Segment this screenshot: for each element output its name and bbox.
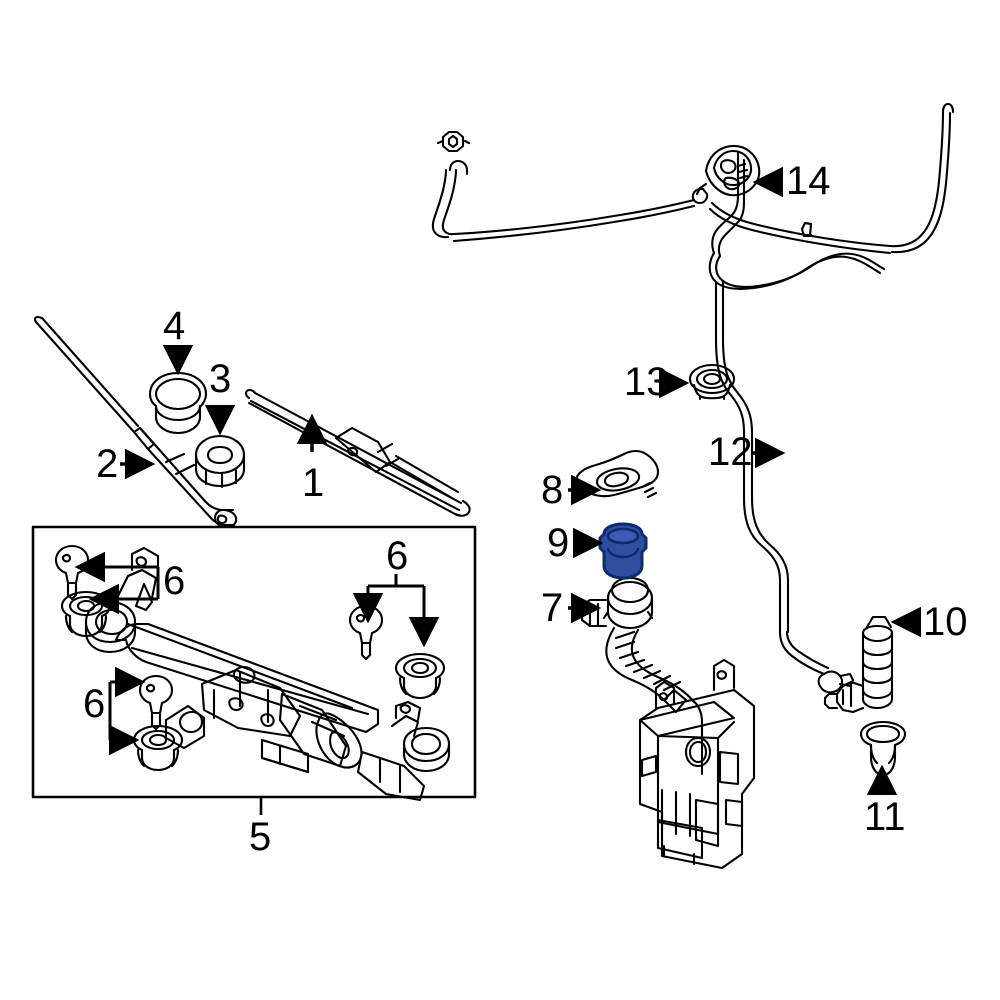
bolt-grommet-group-a	[54, 544, 112, 638]
callout-label-10: 10	[923, 600, 968, 644]
pointer-6c	[108, 666, 146, 756]
washer-reservoir-bottle	[638, 658, 756, 870]
washer-pump-grommet-seal-part9-highlighted	[598, 522, 648, 580]
wiper-arm-nut-part3	[194, 434, 246, 489]
callout-label-6a: 6	[163, 559, 186, 603]
callout-pointers	[74, 166, 922, 815]
callout-label-14: 14	[786, 159, 831, 203]
callout-label-4: 4	[163, 304, 186, 348]
pointer-6a	[74, 551, 160, 615]
wiper-arm-cap-part4	[148, 371, 208, 435]
washer-pump-part10	[823, 615, 894, 714]
washer-pump-grommet-part11	[859, 720, 907, 777]
callout-label-2: 2	[96, 442, 119, 486]
hose-grommet-part13	[688, 363, 736, 401]
washer-fluid-hose-part12	[708, 151, 886, 694]
callout-label-6c: 6	[83, 682, 106, 726]
linkage-assembly-box	[31, 525, 477, 799]
bolt-grommet-group-b	[348, 604, 446, 700]
callout-label-13: 13	[624, 360, 669, 404]
pointer-6b	[352, 574, 440, 648]
bolt-grommet-group-c	[132, 674, 184, 772]
callout-label-5: 5	[249, 815, 272, 859]
nozzle-hose-left	[431, 130, 696, 243]
callout-label-8: 8	[541, 468, 564, 512]
callout-label-3: 3	[209, 357, 232, 401]
callout-label-11: 11	[864, 795, 906, 839]
callout-label-1: 1	[302, 461, 325, 505]
nozzle-hose-right	[708, 102, 955, 255]
callout-label-12: 12	[708, 430, 753, 474]
callout-label-6b: 6	[386, 534, 409, 578]
wiper-blade-part1	[244, 388, 471, 517]
callout-label-7: 7	[541, 586, 564, 630]
wiper-arm-part2	[33, 315, 238, 529]
washer-nozzle-part14	[691, 144, 761, 205]
callout-label-9: 9	[547, 521, 570, 565]
filler-neck-part7	[580, 576, 696, 714]
